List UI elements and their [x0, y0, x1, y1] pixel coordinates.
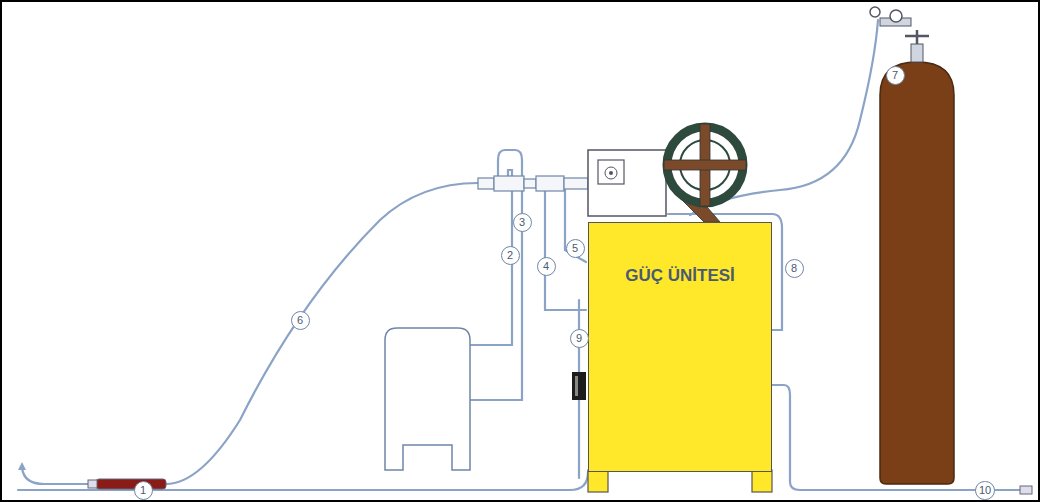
callout-number: 5: [566, 239, 585, 258]
pressure-gauge: [890, 10, 902, 22]
gas-cylinder: [880, 62, 954, 484]
fitting: [536, 176, 564, 191]
connector-plug: [572, 372, 586, 400]
callout-number: 7: [886, 66, 905, 85]
callout-number: 6: [291, 311, 310, 330]
torch-handle: [96, 479, 166, 489]
callout-number: 3: [513, 213, 532, 232]
clamp: [1020, 486, 1032, 494]
reel-spoke: [664, 160, 746, 170]
cooling-unit: [385, 328, 470, 470]
callout-number: 2: [501, 246, 520, 265]
feed-roller: [605, 167, 617, 179]
feed-roller-housing: [598, 160, 624, 184]
unit-leg: [752, 470, 772, 492]
fitting: [524, 179, 536, 188]
connector-plug: [575, 376, 578, 396]
power-unit: GÜÇ ÜNİTESİ: [588, 222, 772, 472]
hose: [545, 185, 586, 310]
fitting: [564, 178, 588, 189]
torch-nozzle: [18, 462, 26, 470]
flow-gauge: [870, 7, 880, 17]
fitting: [478, 178, 494, 189]
callout-number: 10: [975, 481, 995, 500]
callout-number: 9: [570, 329, 589, 348]
torch-neck: [22, 468, 96, 484]
cable: [578, 400, 580, 478]
callout-number: 4: [537, 257, 556, 276]
callout-number: 1: [134, 481, 153, 500]
wire-feeder: [588, 150, 666, 216]
torch-grip: [88, 480, 97, 488]
callout-number: 8: [785, 259, 804, 278]
hose: [565, 187, 586, 262]
fitting: [494, 176, 524, 191]
valve-handle: [905, 30, 929, 44]
torch-hose: [166, 183, 478, 484]
unit-leg: [588, 470, 608, 492]
unit-label: GÜÇ ÜNİTESİ: [589, 265, 771, 286]
ground-cable: [18, 472, 588, 490]
feed-roller: [609, 171, 613, 175]
cylinder-valve: [911, 44, 923, 62]
